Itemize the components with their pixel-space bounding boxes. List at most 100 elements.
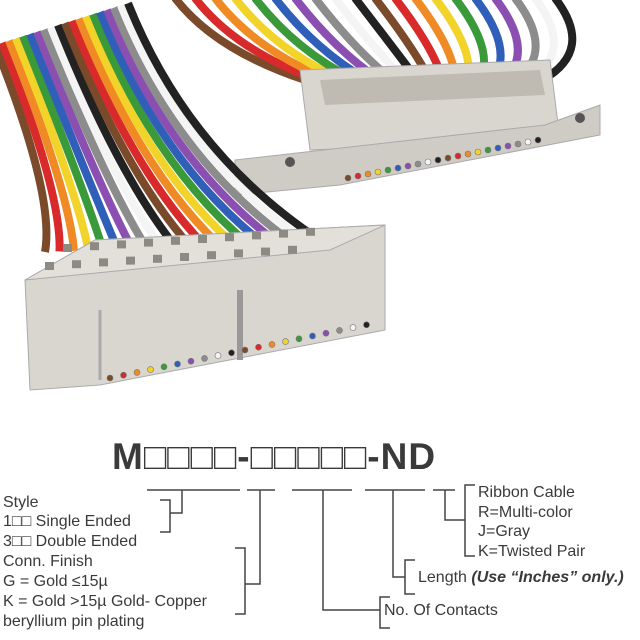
style-option-single: 1□□ Single Ended [3, 513, 131, 530]
wire-end [424, 158, 432, 166]
wire-end [295, 335, 303, 343]
lower-connector-top [24, 224, 386, 281]
wire [19, 34, 107, 251]
wire-end [354, 172, 362, 180]
length-label: Length (Use “Inches” only.) [418, 569, 624, 587]
wire-end [514, 140, 522, 148]
contact-cavity [63, 244, 72, 252]
wire-end [454, 152, 462, 160]
wire-end [106, 374, 114, 382]
style-option-double: 3□□ Double Ended [3, 533, 138, 550]
wire [54, 23, 179, 250]
ribbon-option-r: R=Multi-color [478, 504, 573, 521]
wire [12, 36, 93, 251]
wire [0, 41, 64, 252]
mount-hole [575, 113, 585, 123]
contact-cavity [261, 247, 270, 256]
wire [117, 3, 309, 245]
wire [5, 39, 78, 252]
wire-end [504, 142, 512, 150]
contact-cavity [45, 262, 54, 270]
finish-option-k: K = Gold >15µ Gold- Copper [3, 593, 207, 610]
length-note: (Use “Inches” only.) [471, 569, 624, 586]
wire [75, 17, 222, 248]
wire [96, 10, 265, 247]
contact-cavity [288, 245, 297, 254]
wire-end [255, 343, 262, 351]
wire [110, 6, 294, 246]
wire-end [174, 360, 181, 368]
wire-end [464, 150, 472, 158]
wire [68, 19, 208, 249]
style-label: Style [3, 494, 39, 511]
wire-end [444, 154, 452, 162]
contact-cavity [198, 235, 207, 243]
wire [26, 32, 122, 251]
wire [89, 12, 251, 247]
wire-end [214, 352, 222, 359]
wire-end [309, 332, 316, 340]
wire [82, 14, 237, 248]
contact-cavity [252, 231, 261, 240]
contact-cavity [279, 229, 288, 238]
wire-end [484, 146, 492, 154]
wire [171, 0, 307, 84]
contact-cavity [153, 254, 162, 263]
wire-end [534, 136, 542, 144]
wire-end [374, 168, 382, 176]
wire-end [384, 166, 392, 174]
wire-end [414, 160, 422, 168]
wire-end [434, 156, 442, 164]
wire-end [364, 170, 372, 178]
contact-cavity [117, 240, 126, 249]
wire-end [474, 148, 482, 156]
wire [47, 25, 165, 250]
contact-cavity [180, 253, 189, 261]
wire [540, 0, 577, 84]
wire-end [120, 371, 127, 379]
wire [103, 8, 280, 246]
upper-connector-slot [320, 70, 545, 105]
wire-end [404, 162, 412, 170]
wire-end [524, 138, 532, 146]
mount-hole [285, 157, 295, 167]
length-title: Length [418, 569, 467, 586]
ribbon-option-j: J=Gray [478, 523, 531, 540]
wire [33, 30, 136, 251]
wire-end [322, 329, 330, 337]
contact-cavity [207, 251, 216, 260]
finish-option-k-note: beryllium pin plating [3, 613, 145, 630]
contact-cavity [144, 238, 153, 247]
wire-end [394, 164, 402, 172]
contact-cavity [306, 227, 315, 236]
ribbon-cable-assembly-image [0, 0, 601, 391]
wire-end [228, 349, 235, 357]
contact-cavity [171, 236, 180, 245]
wire-end [282, 338, 289, 345]
wire-end [344, 174, 352, 182]
contact-cavity [234, 249, 243, 258]
ribbon-label: Ribbon Cable [478, 484, 575, 501]
ribbon-option-k: K=Twisted Pair [478, 543, 586, 560]
wire-end [494, 144, 502, 152]
wire [124, 1, 323, 244]
wire-end [363, 321, 370, 329]
wire [40, 28, 150, 250]
contact-cavity [225, 233, 234, 242]
wire-end [160, 363, 168, 371]
finish-label: Conn. Finish [3, 553, 93, 570]
wire-end [336, 327, 343, 334]
wire-end [187, 357, 195, 365]
contact-cavity [99, 258, 108, 267]
finish-option-g: G = Gold ≤15µ [3, 573, 108, 590]
wire-end [349, 324, 357, 331]
wire-end [268, 341, 276, 348]
contact-cavity [72, 260, 81, 269]
wire-end [147, 366, 154, 373]
wire-end [241, 346, 249, 354]
wire [0, 46, 51, 253]
wire-end [133, 369, 141, 376]
contact-cavity [126, 256, 135, 265]
